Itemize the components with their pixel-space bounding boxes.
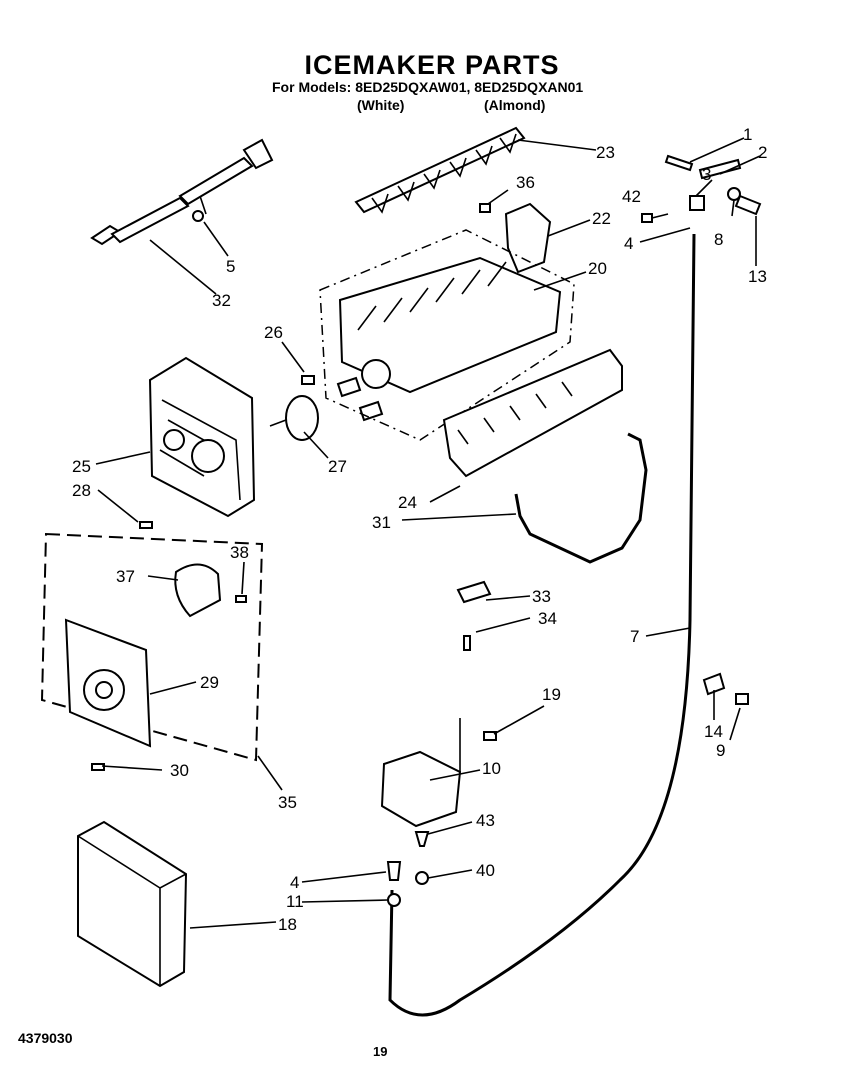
callout-1: 1 (743, 125, 752, 144)
callout-38: 38 (230, 543, 249, 562)
part-27-motor (269, 395, 319, 441)
color-almond-label: (Almond) (484, 97, 546, 113)
callout-8: 8 (714, 230, 723, 249)
page-number: 19 (373, 1044, 388, 1059)
callout-10: 10 (482, 759, 501, 778)
part-23-ejector (354, 126, 526, 214)
callout-40: 40 (476, 861, 495, 880)
model-numbers: For Models: 8ED25DQXAW01, 8ED25DQXAN01 (272, 79, 584, 95)
callout-34: 34 (538, 609, 557, 628)
callout-5: 5 (226, 257, 235, 276)
part-10-valve (380, 718, 462, 828)
part-7-water-tube (388, 233, 696, 1017)
callout-30: 30 (170, 761, 189, 780)
callout-14: 14 (704, 722, 723, 741)
callout-18: 18 (278, 915, 297, 934)
diagram-title: ICEMAKER PARTS (304, 50, 560, 80)
callout-20: 20 (588, 259, 607, 278)
callout-26: 26 (264, 323, 283, 342)
callout-23: 23 (596, 143, 615, 162)
part-29-module (64, 618, 152, 748)
callout-28: 28 (72, 481, 91, 500)
callout-29: 29 (200, 673, 219, 692)
callout-22: 22 (592, 209, 611, 228)
part-32-fill-tube (90, 138, 274, 246)
callout-27: 27 (328, 457, 347, 476)
callout-4-lower: 4 (290, 873, 299, 892)
callout-4: 4 (624, 234, 633, 253)
callout-2: 2 (758, 143, 767, 162)
callout-labels: 1 2 3 4 4 5 7 8 9 10 11 13 14 18 19 20 2… (72, 125, 767, 934)
document-number: 4379030 (18, 1030, 73, 1046)
color-white-label: (White) (357, 97, 405, 113)
callout-33: 33 (532, 587, 551, 606)
callout-24: 24 (398, 493, 417, 512)
part-24-tray (442, 348, 623, 478)
callout-3: 3 (702, 165, 711, 184)
mold-dashed-outline (319, 229, 575, 441)
leader-lines (95, 137, 761, 929)
callout-11: 11 (286, 892, 304, 911)
part-35-dashed-box (40, 532, 264, 762)
callout-43: 43 (476, 811, 495, 830)
callout-37: 37 (116, 567, 135, 586)
callout-7: 7 (630, 627, 639, 646)
callout-25: 25 (72, 457, 91, 476)
part-25-housing (148, 356, 256, 518)
callout-9: 9 (716, 741, 725, 760)
part-37-thermostat (174, 563, 222, 618)
callout-35: 35 (278, 793, 297, 812)
callout-31: 31 (372, 513, 391, 532)
callout-36: 36 (516, 173, 535, 192)
part-31-arm (514, 432, 648, 564)
callout-13: 13 (748, 267, 767, 286)
fittings (91, 154, 762, 907)
callout-32: 32 (212, 291, 231, 310)
callout-19: 19 (542, 685, 561, 704)
part-18-cover-box (77, 820, 188, 988)
callout-42: 42 (622, 187, 641, 206)
